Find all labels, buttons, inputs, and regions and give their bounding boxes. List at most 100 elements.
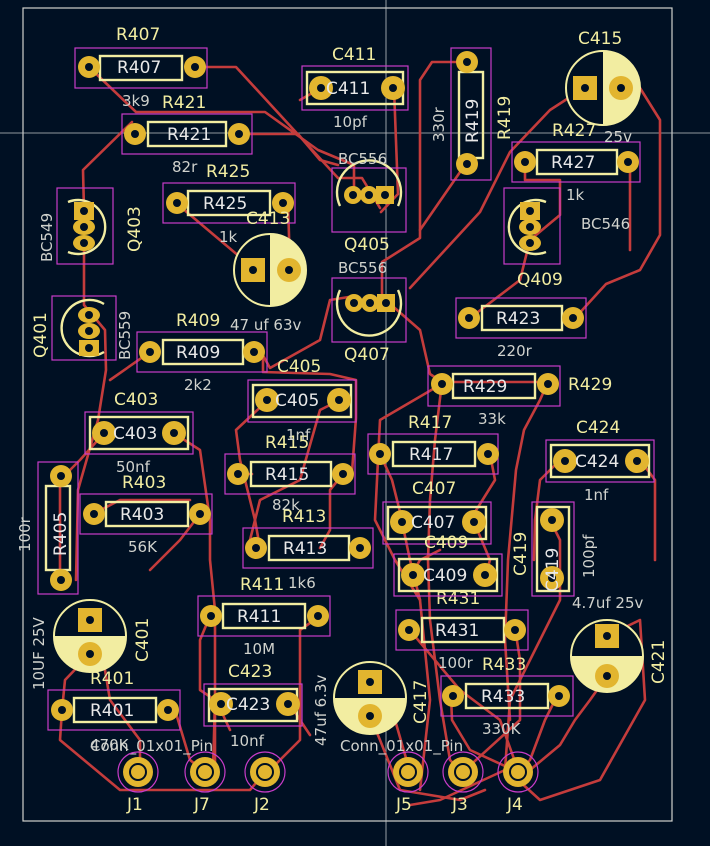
r425-value: 1k: [219, 228, 238, 246]
c405-ref: C405: [277, 357, 321, 377]
capacitor-c409[interactable]: C409 C409: [393, 533, 503, 597]
c413-ref: C413: [246, 209, 290, 229]
r423-body-label: R423: [496, 309, 540, 329]
capacitor-c417[interactable]: C417 47uf 6.3v: [312, 661, 431, 746]
resistor-r421[interactable]: R421 R421 82r: [121, 93, 253, 176]
c421-value: 4.7uf 25v: [572, 594, 643, 612]
resistor-r401[interactable]: R401 R401 470K: [47, 669, 181, 754]
capacitor-c401[interactable]: C401 10UF 25V: [30, 599, 153, 690]
board-edge: [22, 7, 673, 822]
resistor-r415[interactable]: R415 R415 82k: [224, 433, 356, 514]
resistor-r425[interactable]: R425 R425 1k: [162, 162, 296, 246]
resistor-r419[interactable]: R419 R419 330r: [430, 47, 515, 181]
c421-ref: C421: [649, 640, 669, 684]
capacitor-c407[interactable]: C407 C407: [382, 479, 492, 545]
resistor-r411[interactable]: R411 R411 10M: [197, 575, 331, 658]
capacitor-c413[interactable]: C413 47 uf 63v: [230, 209, 307, 334]
c424-body-label: C424: [575, 452, 619, 472]
capacitor-c415[interactable]: C415 25v: [565, 29, 641, 146]
conn-label-overlap-right: Conn_01x01_Pin: [340, 737, 463, 756]
j4-ref: J4: [506, 795, 523, 815]
connector-j1[interactable]: J1: [117, 751, 159, 815]
connector-j7[interactable]: J7: [184, 751, 226, 815]
j5-ref: J5: [395, 795, 412, 815]
transistor-q405[interactable]: BC556 Q405: [331, 150, 407, 255]
c411-body-label: C411: [326, 79, 370, 99]
resistor-r403[interactable]: R403 R403 56K: [79, 473, 213, 556]
capacitor-c424[interactable]: C424 C424 1nf: [545, 418, 655, 504]
j2-ref: J2: [253, 795, 270, 815]
c409-body-label: C409: [423, 566, 467, 586]
resistor-r417[interactable]: R417 R417: [367, 413, 499, 475]
transistors: Q403 BC549 Q401 BC559 BC556 Q405: [31, 150, 630, 365]
r407-body-label: R407: [117, 58, 161, 78]
r407-value: 3k9: [122, 92, 150, 110]
resistor-r405[interactable]: R405 100r: [16, 461, 79, 595]
connector-j5[interactable]: J5: [387, 751, 429, 815]
resistor-r427[interactable]: R427 R427 1k: [511, 121, 641, 204]
j3-ref: J3: [451, 795, 468, 815]
capacitor-c403[interactable]: C403 C403 50nf: [84, 390, 194, 476]
connector-j2[interactable]: J2: [244, 751, 286, 815]
c415-value: 25v: [604, 128, 632, 146]
r423-value: 220r: [497, 342, 533, 360]
r405-value: 100r: [16, 516, 34, 552]
q403-ref: Q403: [125, 206, 145, 252]
resistor-r433[interactable]: R433 R433 330K: [440, 655, 574, 738]
q405-ref: Q405: [344, 235, 390, 255]
connectors: Conn_01x01_Pin Conn_01x01_Pin J1 J7 J2 J…: [90, 737, 539, 815]
r417-body-label: R417: [409, 445, 453, 465]
conn-label-overlap-left: Conn_01x01_Pin: [90, 737, 213, 756]
resistors: R407 R407 3k9 R421 R421 82r R425 R425 1k: [16, 25, 641, 754]
capacitor-c411[interactable]: C411 C411 10pf: [301, 45, 409, 131]
resistor-r407[interactable]: R407 R407 3k9: [74, 25, 208, 110]
resistor-r431[interactable]: R431 R431 100r: [395, 589, 529, 672]
r429-body-label: R429: [463, 377, 507, 397]
r421-body-label: R421: [167, 125, 211, 145]
c401-ref: C401: [133, 618, 153, 662]
transistor-q401[interactable]: Q401 BC559: [31, 295, 134, 361]
connector-j4[interactable]: J4: [497, 751, 539, 815]
r409-value: 2k2: [184, 376, 212, 394]
c424-value: 1nf: [584, 486, 609, 504]
c419-value: 100pf: [580, 534, 598, 578]
r421-ref: R421: [162, 93, 206, 113]
r431-value: 100r: [438, 654, 474, 672]
q405-value: BC556: [338, 150, 387, 168]
capacitor-c423[interactable]: C423 C423 10nf: [203, 662, 303, 750]
resistor-r413[interactable]: R413 R413 1k6: [242, 507, 374, 592]
c423-value: 10nf: [230, 732, 265, 750]
r433-value: 330K: [482, 720, 522, 738]
transistor-q409[interactable]: Q409 BC546: [503, 187, 630, 290]
electrolytic-capacitors: C415 25v C413 47 uf 63v C421 4.7uf 25v: [30, 29, 669, 746]
c417-value: 47uf 6.3v: [312, 675, 330, 746]
c403-body-label: C403: [113, 424, 157, 444]
resistor-r429[interactable]: R429 R429 33k: [427, 365, 612, 428]
c417-ref: C417: [411, 680, 431, 724]
r427-body-label: R427: [551, 153, 595, 173]
c403-value: 50nf: [116, 458, 151, 476]
r409-body-label: R409: [176, 343, 220, 363]
j7-ref: J7: [193, 795, 210, 815]
r401-ref: R401: [90, 669, 134, 689]
r405-body-label: R405: [51, 512, 71, 556]
r431-ref: R431: [436, 589, 480, 609]
resistor-r423[interactable]: R423 220r: [455, 297, 587, 360]
capacitor-c421[interactable]: C421 4.7uf 25v: [570, 594, 669, 693]
connector-j3[interactable]: J3: [442, 751, 484, 815]
r433-body-label: R433: [481, 687, 525, 707]
j1-ref: J1: [126, 795, 143, 815]
q407-value: BC556: [338, 259, 387, 277]
q409-ref: Q409: [517, 270, 563, 290]
transistor-q403[interactable]: Q403 BC549: [38, 187, 145, 265]
r427-value: 1k: [566, 186, 585, 204]
r425-ref: R425: [206, 162, 250, 182]
c405-value: 1nf: [286, 426, 311, 444]
transistor-q407[interactable]: BC556 Q407: [331, 259, 407, 365]
capacitor-c419[interactable]: C419 C419 100pf: [511, 501, 598, 597]
capacitor-c405[interactable]: C405 C405 1nf: [247, 357, 357, 444]
resistor-r409[interactable]: R409 R409 2k2: [136, 311, 268, 394]
r403-value: 56K: [128, 538, 158, 556]
r411-ref: R411: [240, 575, 284, 595]
